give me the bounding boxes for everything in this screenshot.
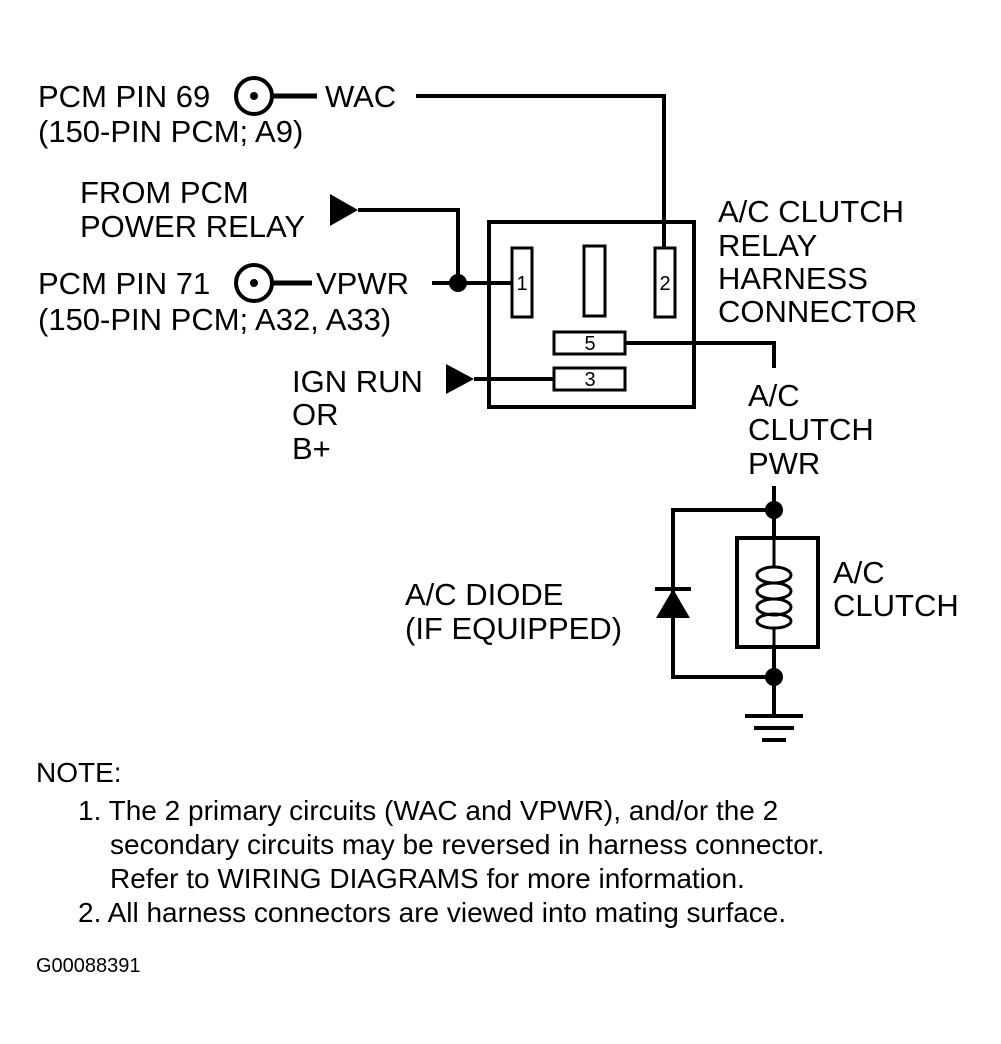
pin-1-label: 1 bbox=[516, 273, 527, 295]
clutch-pwr-label-line3: PWR bbox=[748, 446, 820, 481]
clutch-pwr-label-line1: A/C bbox=[748, 378, 800, 413]
ign-run-or-label: OR bbox=[292, 397, 339, 432]
pin-5-label: 5 bbox=[584, 333, 595, 355]
clutch-pwr-splice-node bbox=[765, 501, 783, 519]
ground-splice-node bbox=[765, 668, 783, 686]
ign-run-label: IGN RUN bbox=[292, 364, 423, 399]
connector-pin-5: 5 bbox=[552, 330, 627, 356]
power-relay-label: POWER RELAY bbox=[80, 209, 305, 244]
vpwr-splice-node bbox=[449, 274, 467, 292]
relay-harness-connector bbox=[487, 220, 696, 409]
connector-label-line4: CONNECTOR bbox=[718, 294, 917, 329]
pcm-pin-69-label: PCM PIN 69 bbox=[38, 79, 210, 114]
clutch-pwr-label-line2: CLUTCH bbox=[748, 412, 874, 447]
pcm-pin-71-label: PCM PIN 71 bbox=[38, 266, 210, 301]
note-2: 2. All harness connectors are viewed int… bbox=[78, 897, 786, 928]
clutch-coil-icon bbox=[755, 538, 793, 647]
pin-2-label: 2 bbox=[659, 273, 670, 295]
connector-pin-2: 2 bbox=[653, 246, 677, 319]
note-1-line2: secondary circuits may be reversed in ha… bbox=[110, 829, 824, 860]
power-relay-wire bbox=[358, 208, 460, 283]
clutch-label-line2: CLUTCH bbox=[833, 588, 959, 623]
ign-run-bplus-label: B+ bbox=[292, 431, 331, 466]
clutch-coil-box bbox=[735, 536, 820, 649]
power-relay-arrow-icon bbox=[330, 194, 358, 226]
ign-run-arrow-icon bbox=[446, 364, 474, 394]
pcm-pin-69-terminal-icon bbox=[234, 76, 274, 116]
from-pcm-label: FROM PCM bbox=[80, 175, 249, 210]
vpwr-label: VPWR bbox=[316, 266, 409, 301]
pcm-pin-69-sub-label: (150-PIN PCM; A9) bbox=[38, 114, 303, 149]
note-1-line1: 1. The 2 primary circuits (WAC and VPWR)… bbox=[78, 795, 778, 826]
connector-label-line1: A/C CLUTCH bbox=[718, 194, 904, 229]
connector-pin-1: 1 bbox=[510, 246, 534, 319]
diode-label-line2: (IF EQUIPPED) bbox=[405, 611, 622, 646]
pin-3-label: 3 bbox=[584, 369, 595, 391]
note-heading: NOTE: bbox=[36, 757, 122, 788]
connector-label-line3: HARNESS bbox=[718, 261, 868, 296]
connector-pin-3: 3 bbox=[552, 366, 627, 392]
wac-label: WAC bbox=[325, 79, 396, 114]
diode-icon bbox=[655, 587, 691, 618]
wac-wire bbox=[416, 94, 666, 248]
pcm-pin-71-terminal-icon bbox=[234, 263, 274, 303]
diode-label-line1: A/C DIODE bbox=[405, 577, 563, 612]
clutch-label-line1: A/C bbox=[833, 555, 885, 590]
clutch-pwr-wire-upper bbox=[625, 341, 776, 368]
pcm-pin-71-sub-label: (150-PIN PCM; A32, A33) bbox=[38, 302, 391, 337]
ground-icon bbox=[745, 714, 803, 742]
figure-code: G00088391 bbox=[36, 955, 141, 977]
connector-pin-empty bbox=[582, 244, 607, 318]
note-1-line3: Refer to WIRING DIAGRAMS for more inform… bbox=[110, 863, 745, 894]
connector-label-line2: RELAY bbox=[718, 228, 817, 263]
